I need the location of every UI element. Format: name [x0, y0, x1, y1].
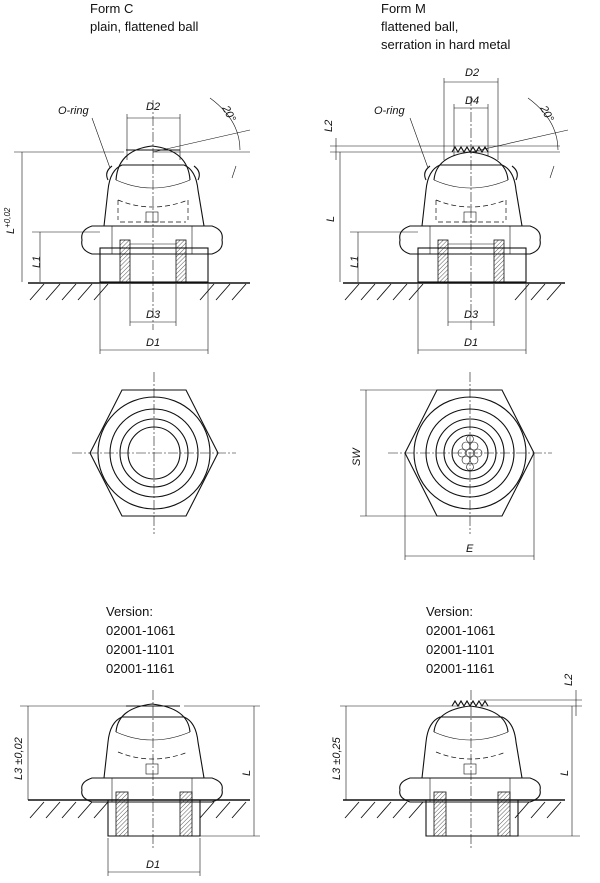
form-m-side-view	[330, 78, 569, 354]
form-m-title: Form M	[381, 1, 426, 16]
dim-l3-c: L3 ±0,02	[13, 737, 25, 780]
version-right-heading: Version:	[426, 604, 473, 619]
dim-o-ring-c: O-ring	[58, 105, 89, 117]
dim-angle-m: 20°	[537, 103, 556, 125]
dim-l2-m: L2	[323, 120, 335, 132]
dim-sw: SW	[351, 447, 363, 466]
dim-d1-m: D1	[464, 337, 478, 349]
dim-l1-m: L1	[349, 256, 361, 268]
version-left-item: 02001-1101	[106, 642, 175, 657]
dim-d3-c: D3	[146, 309, 161, 321]
dim-l-bottom-m: L	[559, 770, 571, 776]
dim-l-tol-c: L+0,02	[3, 207, 17, 234]
dim-d2-m: D2	[465, 67, 479, 79]
dim-e: E	[466, 543, 474, 555]
dim-d2-c: D2	[146, 101, 160, 113]
dimension-labels: D2 O-ring D3 D1 L+0,02 L1 20° D2 D4 O-ri…	[3, 67, 575, 871]
version-left-item: 02001-1061	[106, 623, 176, 638]
form-c-top-view	[72, 372, 236, 534]
dim-d3-m: D3	[464, 309, 479, 321]
form-m-subtitle-2: serration in hard metal	[381, 37, 511, 52]
version-right-item: 02001-1061	[426, 623, 496, 638]
dim-d1-bottom: D1	[146, 859, 160, 871]
dim-l-bottom-c: L	[241, 770, 253, 776]
dim-o-ring-m: O-ring	[374, 105, 405, 117]
form-m-subtitle-1: flattened ball,	[381, 19, 459, 34]
form-c-side-view	[14, 97, 251, 354]
dim-d4-m: D4	[465, 95, 479, 107]
version-right-item: 02001-1161	[426, 661, 495, 676]
version-right-view	[340, 690, 582, 850]
form-c-subtitle: plain, flattened ball	[90, 19, 199, 34]
dim-l1-c: L1	[31, 256, 43, 268]
dim-l-m: L	[325, 216, 337, 222]
version-left-item: 02001-1161	[106, 661, 175, 676]
version-right-item: 02001-1101	[426, 642, 495, 657]
dim-angle-c: 20°	[219, 103, 238, 125]
dim-l2-bottom-m: L2	[563, 674, 575, 686]
dim-d1-c: D1	[146, 337, 160, 349]
version-left-view	[20, 690, 260, 876]
form-c-title: Form C	[90, 1, 134, 16]
dim-l3-m: L3 ±0,25	[331, 736, 343, 780]
form-m-top-view	[360, 372, 552, 560]
version-left-heading: Version:	[106, 604, 153, 619]
